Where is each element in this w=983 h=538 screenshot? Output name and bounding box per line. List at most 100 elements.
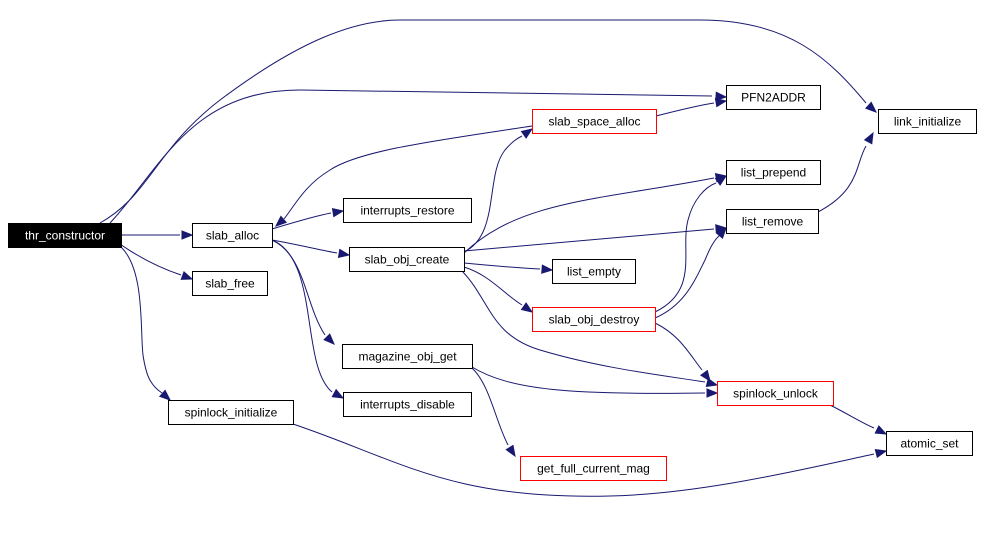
node-box[interactable] bbox=[532, 307, 656, 332]
edge-slab_obj_create-to-slab_obj_destroy bbox=[463, 266, 534, 313]
node-box[interactable] bbox=[343, 392, 472, 417]
edge-line bbox=[120, 246, 163, 394]
node-slab_space_alloc[interactable]: slab_space_alloc bbox=[532, 109, 657, 134]
node-label: thr_constructor bbox=[25, 229, 105, 243]
edge-line bbox=[654, 182, 717, 313]
edge-arrowhead bbox=[714, 175, 728, 186]
node-label: atomic_set bbox=[900, 437, 959, 451]
node-box[interactable] bbox=[192, 271, 268, 296]
edge-thr_constructor-to-spinlock_initialize bbox=[120, 246, 172, 401]
node-box[interactable] bbox=[349, 247, 465, 272]
edge-slab_obj_create-to-slab_space_alloc bbox=[463, 128, 534, 253]
edge-slab_obj_destroy-to-spinlock_unlock bbox=[654, 322, 711, 383]
edge-line bbox=[271, 212, 332, 230]
node-label: interrupts_disable bbox=[360, 398, 455, 412]
node-spinlock_unlock[interactable]: spinlock_unlock bbox=[717, 381, 834, 406]
node-label: interrupts_restore bbox=[360, 204, 454, 218]
edge-arrowhead bbox=[331, 388, 345, 399]
edge-line bbox=[99, 19, 867, 224]
node-box[interactable] bbox=[717, 381, 834, 406]
node-box[interactable] bbox=[878, 109, 977, 134]
node-label: slab_obj_destroy bbox=[549, 313, 640, 327]
node-box[interactable] bbox=[168, 400, 294, 425]
node-box[interactable] bbox=[726, 209, 819, 234]
node-label: link_initialize bbox=[894, 115, 962, 129]
edge-magazine_obj_get-to-spinlock_unlock bbox=[471, 366, 719, 398]
edge-arrowhead bbox=[337, 248, 351, 258]
node-box[interactable] bbox=[726, 160, 821, 185]
node-box[interactable] bbox=[8, 223, 122, 248]
edge-line bbox=[463, 135, 523, 253]
node-link_initialize[interactable]: link_initialize bbox=[878, 109, 977, 134]
node-label: magazine_obj_get bbox=[358, 350, 457, 364]
node-label: slab_free bbox=[205, 277, 255, 291]
edge-spinlock_unlock-to-atomic_set bbox=[829, 404, 888, 435]
node-box[interactable] bbox=[343, 198, 472, 223]
node-atomic_set[interactable]: atomic_set bbox=[886, 431, 973, 456]
node-label: list_empty bbox=[567, 265, 621, 279]
edge-line bbox=[463, 228, 715, 252]
edge-line bbox=[292, 423, 875, 497]
edge-arrowhead bbox=[706, 388, 719, 398]
edge-arrowhead bbox=[863, 131, 874, 145]
edge-slab_space_alloc-to-slab_alloc bbox=[274, 125, 533, 227]
node-slab_alloc[interactable]: slab_alloc bbox=[192, 223, 273, 248]
edge-slab_alloc-to-magazine_obj_get bbox=[271, 239, 335, 345]
edge-arrowhead bbox=[158, 389, 172, 401]
edge-arrowhead bbox=[715, 226, 727, 240]
node-label: PFN2ADDR bbox=[741, 91, 806, 105]
edge-line bbox=[654, 322, 703, 371]
node-interrupts_disable[interactable]: interrupts_disable bbox=[343, 392, 472, 417]
edge-arrowhead bbox=[323, 333, 335, 345]
edge-arrowhead bbox=[520, 128, 534, 139]
node-interrupts_restore[interactable]: interrupts_restore bbox=[343, 198, 472, 223]
edge-thr_constructor-to-slab_free bbox=[119, 243, 194, 280]
node-box[interactable] bbox=[342, 344, 473, 369]
node-slab_obj_destroy[interactable]: slab_obj_destroy bbox=[532, 307, 656, 332]
node-list_remove[interactable]: list_remove bbox=[726, 209, 819, 234]
node-box[interactable] bbox=[192, 223, 273, 248]
edge-spinlock_initialize-to-atomic_set bbox=[292, 423, 888, 497]
edge-magazine_obj_get-to-get_full_current_mag bbox=[471, 367, 516, 458]
node-box[interactable] bbox=[532, 109, 657, 134]
edge-line bbox=[119, 243, 182, 276]
node-thr_constructor[interactable]: thr_constructor bbox=[8, 223, 122, 248]
edge-arrowhead bbox=[505, 444, 516, 458]
node-box[interactable] bbox=[886, 431, 973, 456]
node-slab_free[interactable]: slab_free bbox=[192, 271, 268, 296]
node-box[interactable] bbox=[726, 85, 821, 110]
node-label: get_full_current_mag bbox=[537, 462, 650, 476]
edge-slab_alloc-to-slab_obj_create bbox=[271, 239, 351, 258]
edge-slab_alloc-to-interrupts_disable bbox=[271, 239, 345, 399]
node-spinlock_initialize[interactable]: spinlock_initialize bbox=[168, 400, 294, 425]
edge-slab_obj_destroy-to-list_remove bbox=[654, 226, 727, 319]
edge-thr_constructor-to-PFN2ADDR bbox=[109, 89, 728, 224]
edge-line bbox=[109, 89, 713, 224]
edge-line bbox=[655, 102, 715, 117]
edge-arrowhead bbox=[541, 264, 554, 274]
node-list_prepend[interactable]: list_prepend bbox=[726, 160, 821, 185]
edge-line bbox=[463, 266, 523, 306]
edges-layer bbox=[99, 19, 888, 497]
node-label: list_remove bbox=[742, 215, 804, 229]
edge-arrowhead bbox=[520, 302, 534, 313]
node-slab_obj_create[interactable]: slab_obj_create bbox=[349, 247, 465, 272]
edge-slab_space_alloc-to-PFN2ADDR bbox=[655, 98, 728, 117]
edge-line bbox=[271, 239, 326, 336]
node-box[interactable] bbox=[520, 456, 667, 481]
node-list_empty[interactable]: list_empty bbox=[552, 259, 636, 284]
edge-line bbox=[471, 366, 706, 394]
nodes-layer: thr_constructor slab_alloc slab_freespinlo… bbox=[8, 85, 977, 481]
edge-line bbox=[829, 404, 875, 429]
edge-arrowhead bbox=[699, 369, 711, 383]
edge-line bbox=[461, 270, 706, 383]
node-PFN2ADDR[interactable]: PFN2ADDR bbox=[726, 85, 821, 110]
node-magazine_obj_get[interactable]: magazine_obj_get bbox=[342, 344, 473, 369]
node-get_full_current_mag[interactable]: get_full_current_mag bbox=[520, 456, 667, 481]
node-label: slab_alloc bbox=[206, 229, 259, 243]
edge-arrowhead bbox=[865, 101, 878, 113]
edge-line bbox=[271, 239, 333, 393]
node-box[interactable] bbox=[552, 259, 636, 284]
node-label: list_prepend bbox=[741, 166, 806, 180]
